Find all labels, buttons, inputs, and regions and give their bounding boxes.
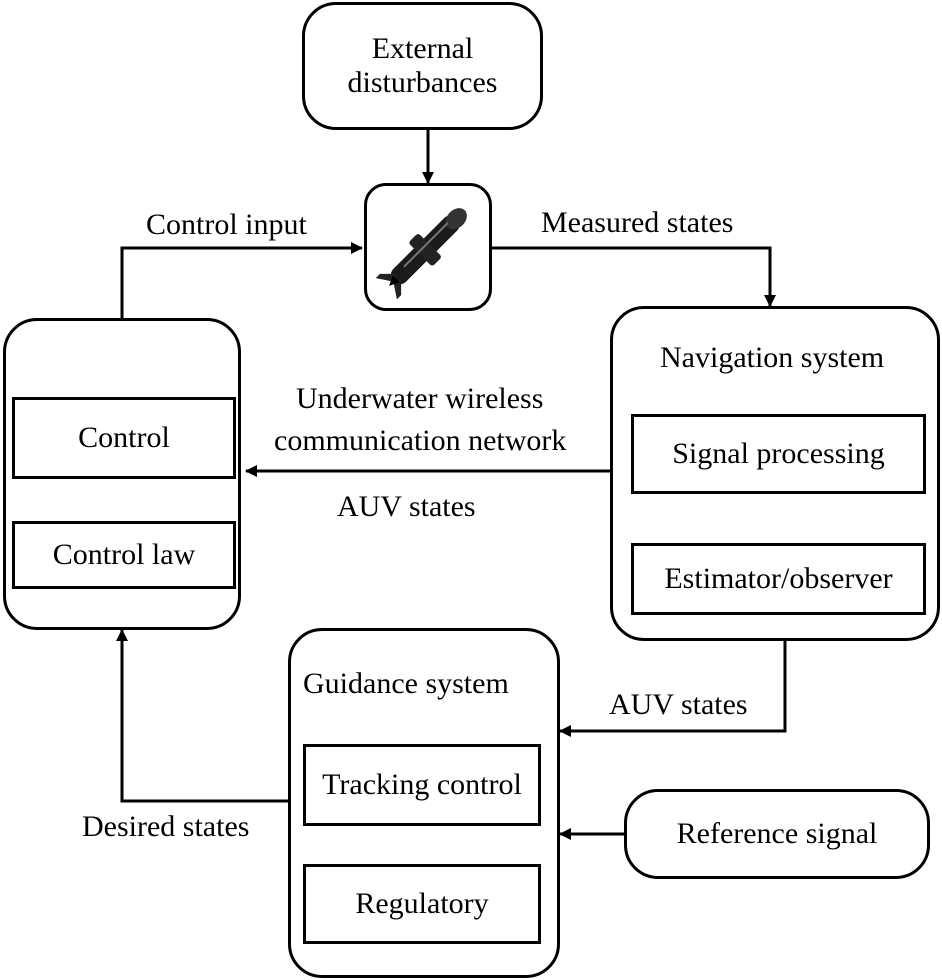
network-label-line1: Underwater wireless (296, 382, 544, 415)
regulatory-subblock: Regulatory (303, 864, 541, 944)
auv-states-right-label: AUV states (609, 688, 748, 721)
control-label: Control (78, 421, 170, 454)
regulatory-label: Regulatory (355, 887, 489, 920)
arrow-measured-states (492, 246, 776, 307)
signal-processing-subblock: Signal processing (631, 414, 926, 494)
arrow-nav-to-guidance (559, 641, 787, 737)
arrow-control-input (120, 242, 363, 318)
control-law-label: Control law (52, 538, 196, 571)
reference-signal-label: Reference signal (676, 817, 878, 850)
control-input-label: Control input (146, 208, 307, 241)
auv-icon (375, 208, 467, 300)
reference-signal-block: Reference signal (624, 789, 930, 879)
auv-states-left-label: AUV states (337, 490, 476, 523)
tracking-control-subblock: Tracking control (303, 744, 541, 826)
signal-processing-label: Signal processing (672, 437, 885, 470)
arrow-desired-states (116, 629, 288, 803)
external-disturbances-block: External disturbances (302, 2, 543, 130)
estimator-observer-subblock: Estimator/observer (631, 543, 926, 615)
estimator-observer-label: Estimator/observer (664, 562, 893, 595)
tracking-control-label: Tracking control (322, 768, 522, 801)
external-disturbances-label: External disturbances (347, 32, 498, 99)
measured-states-label: Measured states (541, 206, 734, 239)
control-subblock: Control (12, 397, 236, 479)
desired-states-label: Desired states (82, 810, 250, 843)
control-block: Control Control law (3, 318, 241, 630)
guidance-system-label: Guidance system (303, 667, 509, 700)
guidance-system-block: Guidance system Tracking control Regulat… (288, 628, 560, 978)
control-law-subblock: Control law (12, 521, 236, 589)
network-label-line2: communication network (274, 424, 567, 457)
navigation-system-block: Navigation system Signal processing Esti… (610, 306, 940, 641)
navigation-system-label: Navigation system (660, 341, 885, 374)
auv-block (364, 183, 492, 311)
